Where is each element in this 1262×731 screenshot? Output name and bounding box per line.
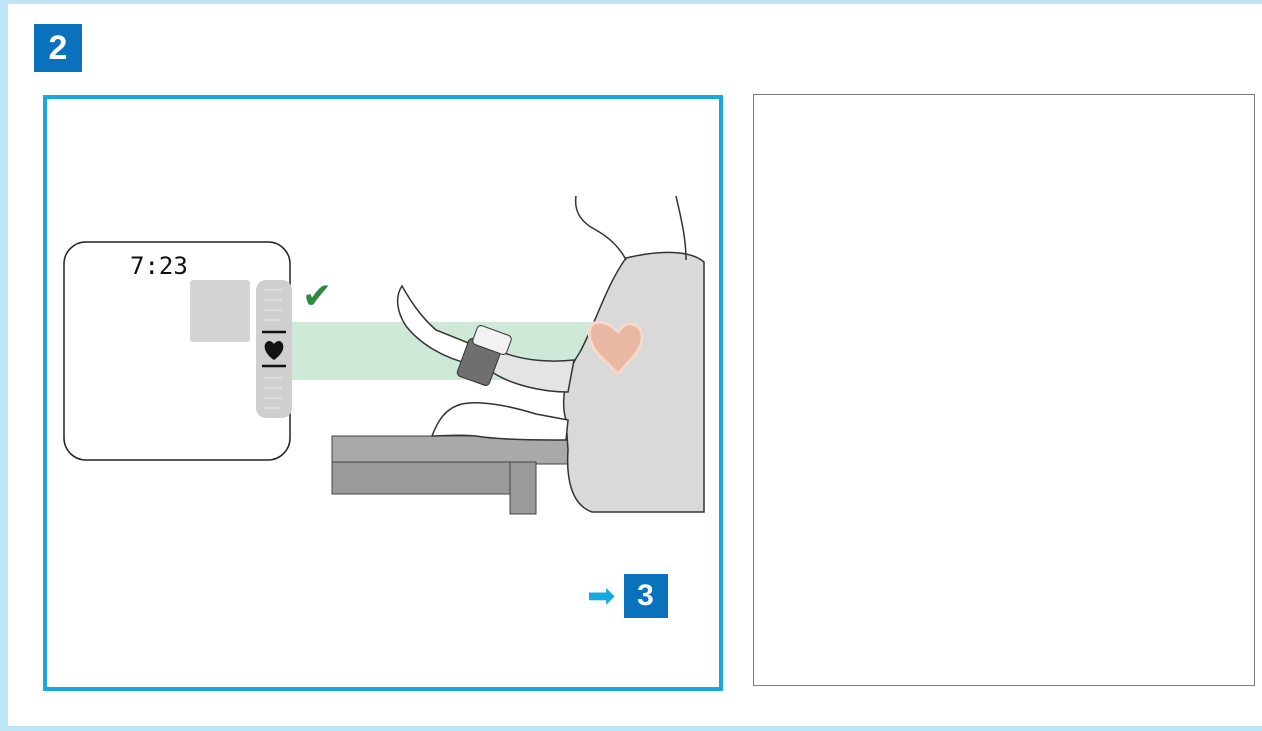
next-step-indicator: ➡ 3 <box>587 574 668 618</box>
arrow-right-icon: ➡ <box>587 579 616 613</box>
check-icon: ✔ <box>302 276 332 317</box>
display-time: 7:23 <box>130 252 188 280</box>
empty-side-panel <box>753 94 1255 686</box>
next-step-badge: 3 <box>624 574 668 618</box>
table <box>332 436 578 514</box>
display-gray-box <box>190 280 250 342</box>
